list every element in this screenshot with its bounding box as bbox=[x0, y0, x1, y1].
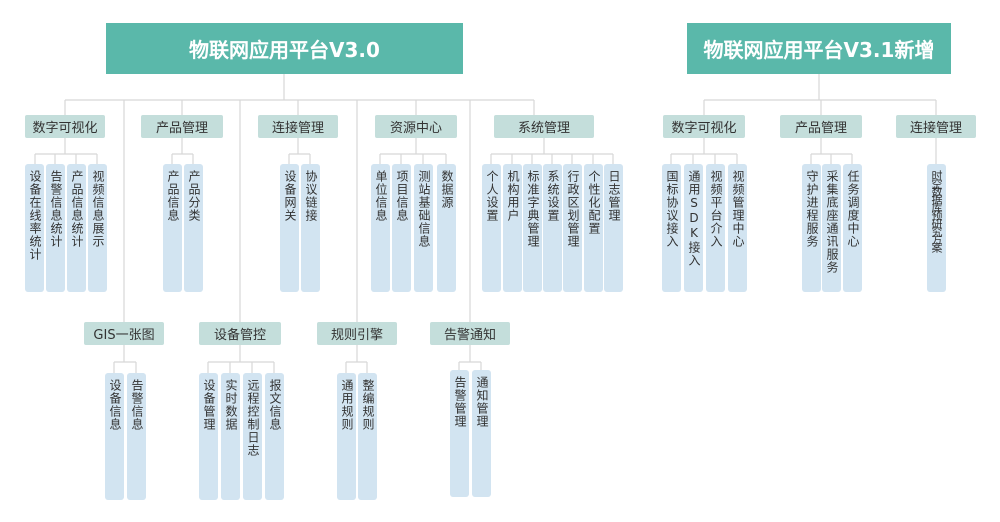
leaf-item: 守护进程服务 bbox=[802, 164, 821, 292]
category-digital-visualization: 数字可视化 bbox=[25, 115, 105, 138]
leaf-item: 设备管理 bbox=[199, 373, 218, 500]
root-v30-title: 物联网应用平台V3.0 bbox=[106, 23, 463, 74]
category-v31-product-management: 产品管理 bbox=[780, 115, 862, 138]
leaf-item: 通用SDK接入 bbox=[684, 164, 703, 292]
leaf-item: 视频平台介入 bbox=[706, 164, 725, 292]
leaf-item: 产品信息 bbox=[163, 164, 182, 292]
leaf-item: 告警信息 bbox=[127, 373, 146, 500]
leaf-item: 视频信息展示 bbox=[88, 164, 107, 292]
category-product-management: 产品管理 bbox=[141, 115, 223, 138]
leaf-item: 实时数据 bbox=[221, 373, 240, 500]
leaf-item: 产品分类 bbox=[184, 164, 203, 292]
leaf-item: 采集底座通讯服务 bbox=[822, 164, 841, 292]
category-connection-management: 连接管理 bbox=[258, 115, 338, 138]
leaf-item: 通知管理 bbox=[472, 370, 491, 497]
root-v31-title: 物联网应用平台V3.1新增 bbox=[687, 23, 951, 74]
leaf-item: 标准字典管理 bbox=[523, 164, 542, 292]
leaf-item: 设备在线率统计 bbox=[25, 164, 44, 292]
leaf-item: 告警管理 bbox=[450, 370, 469, 497]
leaf-item: 机构用户 bbox=[503, 164, 522, 292]
leaf-item: 单位信息 bbox=[371, 164, 390, 292]
leaf-item: 项目信息 bbox=[392, 164, 411, 292]
leaf-item: 个人设置 bbox=[482, 164, 501, 292]
leaf-item: 整编规则 bbox=[358, 373, 377, 500]
leaf-item: 数据源 bbox=[437, 164, 456, 292]
category-resource-center: 资源中心 bbox=[375, 115, 457, 138]
category-rule-engine: 规则引擎 bbox=[317, 322, 397, 345]
leaf-item: 国标协议接入 bbox=[662, 164, 681, 292]
leaf-item: 协议链接 bbox=[301, 164, 320, 292]
leaf-item: 通用规则 bbox=[337, 373, 356, 500]
category-system-management: 系统管理 bbox=[494, 115, 594, 138]
leaf-item: 系统设置 bbox=[543, 164, 562, 292]
leaf-item: 时空数据库预研究方案 bbox=[927, 164, 946, 292]
category-gis-map: GIS一张图 bbox=[84, 322, 164, 345]
leaf-item: 告警信息统计 bbox=[46, 164, 65, 292]
leaf-item: 测站基础信息 bbox=[414, 164, 433, 292]
leaf-item: 设备信息 bbox=[105, 373, 124, 500]
leaf-item: 任务调度中心 bbox=[843, 164, 862, 292]
category-v31-digital-visualization: 数字可视化 bbox=[663, 115, 745, 138]
leaf-item: 报文信息 bbox=[265, 373, 284, 500]
category-device-control: 设备管控 bbox=[199, 322, 281, 345]
leaf-item: 设备网关 bbox=[280, 164, 299, 292]
category-v31-connection-management: 连接管理 bbox=[896, 115, 976, 138]
leaf-item: 远程控制日志 bbox=[243, 373, 262, 500]
category-alarm-notification: 告警通知 bbox=[430, 322, 510, 345]
leaf-item: 行政区划管理 bbox=[563, 164, 582, 292]
leaf-item: 个性化配置 bbox=[584, 164, 603, 292]
leaf-item: 视频管理中心 bbox=[728, 164, 747, 292]
leaf-item: 产品信息统计 bbox=[67, 164, 86, 292]
leaf-item: 日志管理 bbox=[604, 164, 623, 292]
